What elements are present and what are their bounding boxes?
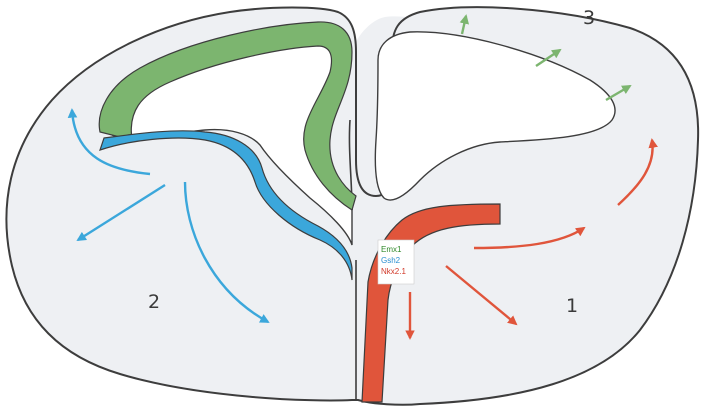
region-label-2: 2	[148, 291, 160, 313]
gene-legend: Emx1 Gsh2 Nkx2.1	[378, 240, 414, 284]
region-label-3: 3	[583, 7, 595, 29]
legend-nkx21: Nkx2.1	[381, 267, 406, 276]
legend-gsh2: Gsh2	[381, 256, 401, 265]
region-label-1: 1	[566, 295, 578, 317]
legend-emx1: Emx1	[381, 245, 402, 254]
